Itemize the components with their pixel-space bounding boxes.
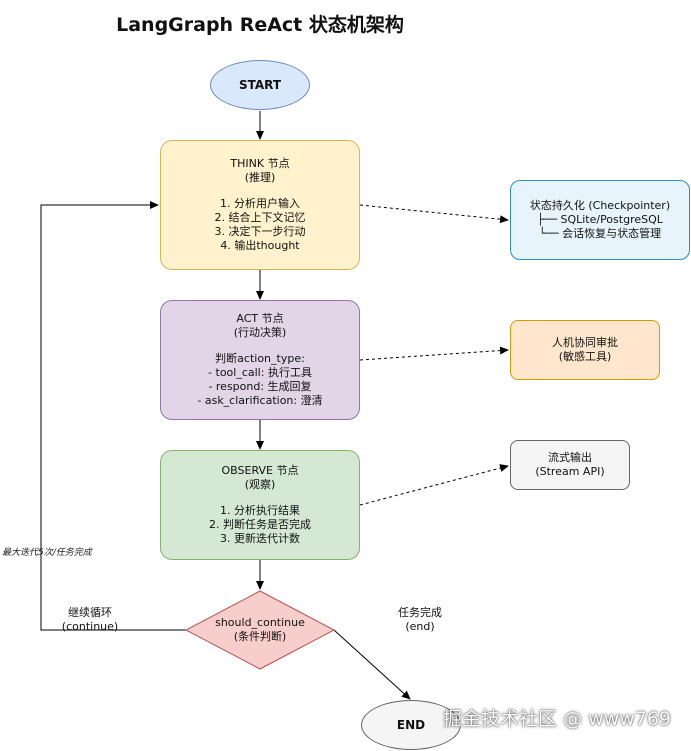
act-line: - respond: 生成回复 [208, 380, 312, 393]
act-line: 判断action_type: [215, 352, 305, 365]
edge-decision-end [333, 629, 411, 700]
decision-subtitle: (条件判断) [233, 630, 287, 643]
hitl-subtitle: (敏感工具) [558, 350, 612, 363]
decision-diamond [184, 590, 336, 670]
checkpointer-title: 状态持久化 (Checkpointer) [529, 199, 671, 212]
think-line: 3. 决定下一步行动 [214, 225, 306, 238]
end-edge-label-sub: (end) [405, 620, 435, 633]
observe-subtitle: (观察) [244, 478, 276, 491]
act-subtitle: (行动决策) [233, 326, 287, 339]
observe-line: 1. 分析执行结果 [220, 504, 300, 517]
observe-line: 3. 更新迭代计数 [220, 532, 300, 545]
edge-act-hitl [359, 346, 509, 361]
act-line: - ask_clarification: 澄清 [197, 394, 323, 407]
act-node: ACT 节点 (行动决策) 判断action_type: - tool_call… [160, 300, 360, 420]
continue-label-text: 继续循环 [68, 606, 112, 619]
stream-title: 流式输出 [548, 451, 592, 464]
end-label: END [396, 718, 426, 732]
start-node: START [210, 60, 310, 110]
observe-line: 2. 判断任务是否完成 [209, 518, 311, 531]
act-title: ACT 节点 [236, 312, 284, 325]
observe-node: OBSERVE 节点 (观察) 1. 分析执行结果 2. 判断任务是否完成 3.… [160, 450, 360, 560]
hitl-title: 人机协同审批 [552, 336, 618, 349]
checkpointer-node: 状态持久化 (Checkpointer) ├── SQLite/PostgreS… [510, 180, 690, 260]
hitl-node: 人机协同审批 (敏感工具) [510, 320, 660, 380]
observe-title: OBSERVE 节点 [221, 464, 299, 477]
end-edge-label-text: 任务完成 [398, 606, 442, 619]
start-label: START [238, 78, 282, 92]
watermark: 掘金技术社区 @ www769 [443, 708, 671, 730]
end-edge-label: 任务完成 (end) [380, 606, 460, 634]
edge-think-checkpointer [359, 204, 509, 224]
act-line: - tool_call: 执行工具 [208, 366, 312, 379]
decision-title: should_continue [215, 616, 305, 629]
think-line: 1. 分析用户输入 [220, 197, 300, 210]
think-line: 2. 结合上下文记忆 [214, 211, 306, 224]
decision-text: should_continue (条件判断) [186, 616, 334, 644]
think-line: 4. 输出thought [220, 239, 300, 252]
loop-note: 最大迭代5次/任务完成 [2, 548, 92, 558]
stream-node: 流式输出 (Stream API) [510, 440, 630, 490]
end-node: END [361, 700, 461, 750]
think-node: THINK 节点 (推理) 1. 分析用户输入 2. 结合上下文记忆 3. 决定… [160, 140, 360, 270]
think-title: THINK 节点 [230, 157, 290, 170]
edge-loop-continue [40, 201, 186, 631]
edge-observe-stream [359, 464, 509, 506]
think-subtitle: (推理) [244, 171, 276, 184]
diagram-title: LangGraph ReAct 状态机架构 [116, 14, 404, 36]
continue-label: 继续循环 (continue) [50, 606, 130, 634]
stream-subtitle: (Stream API) [535, 465, 605, 478]
continue-label-sub: (continue) [61, 620, 119, 633]
checkpointer-line: └── 会话恢复与状态管理 [538, 227, 662, 240]
checkpointer-line: ├── SQLite/PostgreSQL [537, 213, 663, 226]
